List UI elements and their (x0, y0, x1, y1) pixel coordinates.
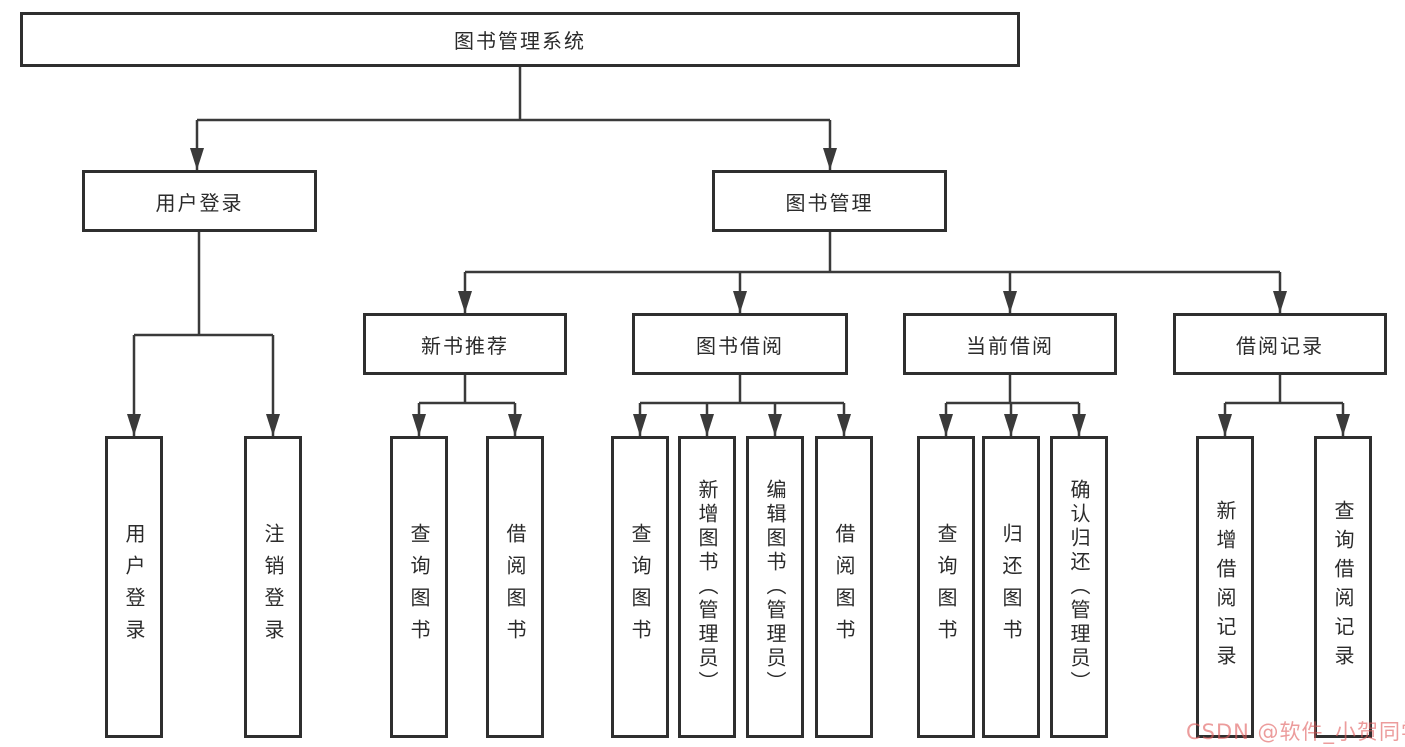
node-label: 用户登录 (155, 190, 244, 215)
node-book-borrowing: 图书借阅 (632, 313, 848, 375)
node-label: 图书管理系统 (454, 29, 586, 53)
leaf-label: 查询图书 (934, 523, 958, 651)
connector-current-borrowing-to-leaves (939, 375, 1086, 436)
connector-book-management-to-level3 (458, 232, 1287, 313)
leaf-user-login: 用户登录 (105, 436, 163, 738)
leaf-label: 新增借阅记录 (1213, 500, 1237, 674)
node-new-book-recommendation: 新书推荐 (363, 313, 567, 375)
connector-user-login-to-leaves (127, 232, 280, 436)
leaf-label: 归还图书 (999, 523, 1023, 651)
leaf-return-books: 归还图书 (982, 436, 1040, 738)
leaf-add-books-admin: 新增图书（管理员） (678, 436, 736, 738)
leaf-query-books-borrowing: 查询图书 (611, 436, 669, 738)
node-label: 图书管理 (785, 190, 874, 215)
node-current-borrowing: 当前借阅 (903, 313, 1117, 375)
leaf-borrow-books-borrowing: 借阅图书 (815, 436, 873, 738)
node-label: 新书推荐 (421, 333, 509, 358)
node-user-login: 用户登录 (82, 170, 317, 232)
leaf-query-borrow-record: 查询借阅记录 (1314, 436, 1372, 738)
node-borrowing-records: 借阅记录 (1173, 313, 1387, 375)
leaf-label: 借阅图书 (832, 523, 856, 651)
leaf-query-books-recommend: 查询图书 (390, 436, 448, 738)
leaf-label: 编辑图书（管理员） (763, 479, 787, 695)
leaf-label: 查询图书 (407, 523, 431, 651)
leaf-borrow-books-recommend: 借阅图书 (486, 436, 544, 738)
leaf-edit-books-admin: 编辑图书（管理员） (746, 436, 804, 738)
node-label: 借阅记录 (1236, 333, 1324, 358)
node-library-management-system: 图书管理系统 (20, 12, 1020, 67)
node-label: 图书借阅 (696, 333, 784, 358)
watermark: CSDN @软件_小贺同学 (1186, 720, 1405, 744)
leaf-query-books-current: 查询图书 (917, 436, 975, 738)
leaf-label: 借阅图书 (503, 523, 527, 651)
connector-borrow-records-to-leaves (1218, 375, 1350, 436)
leaf-label: 查询图书 (628, 523, 652, 651)
leaf-label: 用户登录 (122, 523, 146, 651)
leaf-label: 查询借阅记录 (1331, 500, 1355, 674)
node-label: 当前借阅 (966, 333, 1054, 358)
node-book-management: 图书管理 (712, 170, 947, 232)
leaf-confirm-return-admin: 确认归还（管理员） (1050, 436, 1108, 738)
connector-root-to-level2 (190, 67, 837, 170)
leaf-label: 注销登录 (261, 523, 285, 651)
leaf-label: 确认归还（管理员） (1067, 479, 1091, 695)
leaf-label: 新增图书（管理员） (695, 479, 719, 695)
connector-book-borrowing-to-leaves (633, 375, 851, 436)
leaf-logout-login: 注销登录 (244, 436, 302, 738)
connector-new-book-rec-to-leaves (412, 375, 522, 436)
leaf-add-borrow-record: 新增借阅记录 (1196, 436, 1254, 738)
